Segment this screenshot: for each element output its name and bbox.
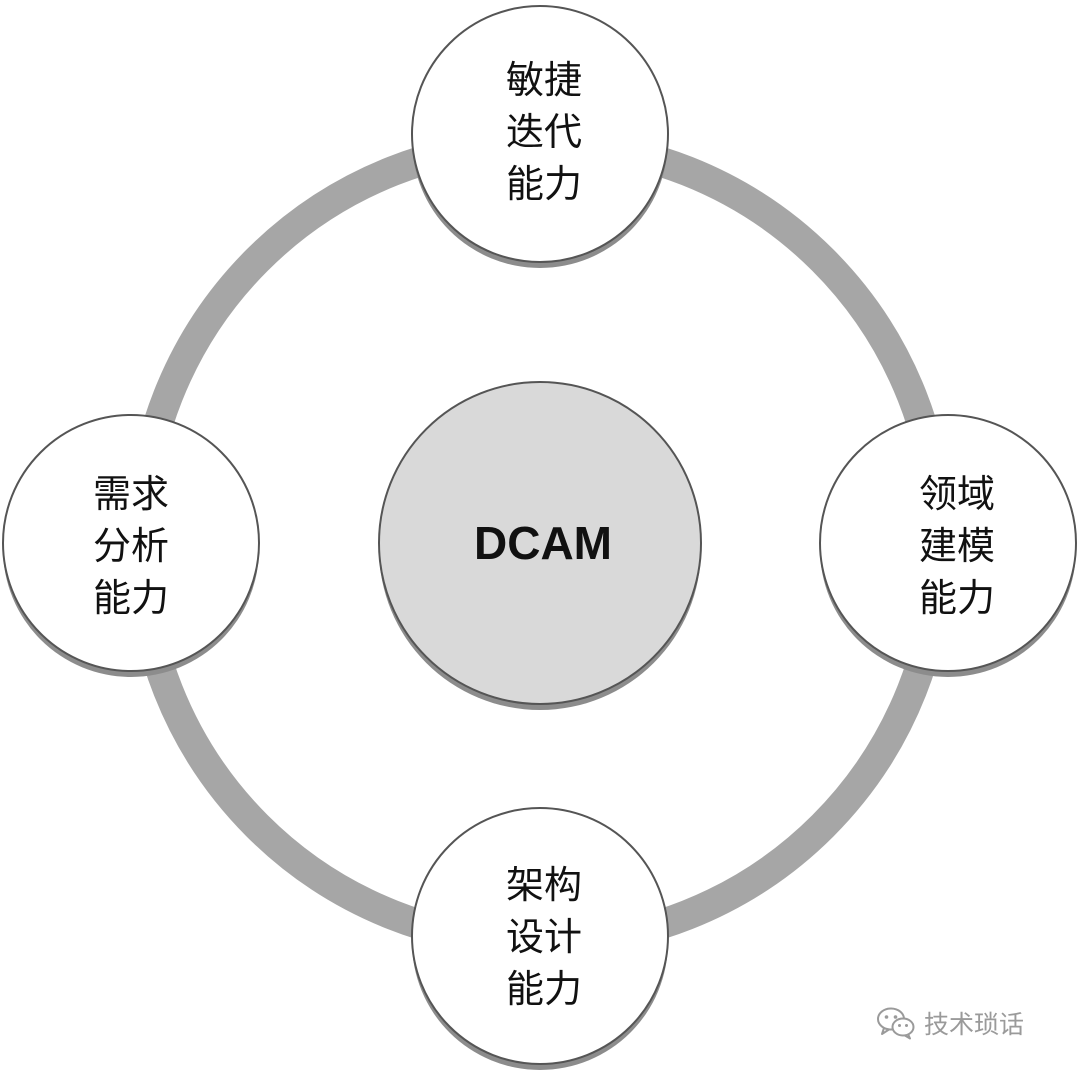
- node-circle: [819, 414, 1077, 672]
- node-domain-modeling: 领域 建模 能力: [819, 414, 1077, 677]
- node-label-line: 领域: [919, 472, 995, 516]
- node-label-line: 需求: [93, 472, 169, 516]
- node-label-line: 能力: [93, 576, 169, 620]
- wechat-icon: [877, 1007, 915, 1040]
- node-label-line: 建模: [919, 524, 995, 568]
- center-node-circle: [378, 381, 702, 705]
- node-circle: [411, 807, 669, 1065]
- center-node: DCAM: [378, 381, 702, 710]
- node-label-line: 敏捷: [506, 58, 582, 102]
- node-label-line: 架构: [506, 863, 582, 907]
- node-label-line: 分析: [93, 524, 169, 568]
- node-label-line: 能力: [506, 162, 582, 206]
- center-label: DCAM: [474, 517, 612, 569]
- watermark-text: 技术琐话: [924, 1010, 1025, 1039]
- node-circle: [2, 414, 260, 672]
- node-architecture-design: 架构 设计 能力: [411, 807, 669, 1070]
- node-label-line: 迭代: [506, 110, 582, 154]
- node-label-line: 能力: [919, 576, 995, 620]
- node-circle: [411, 5, 669, 263]
- node-requirements-analysis: 需求 分析 能力: [2, 414, 260, 677]
- node-label-line: 能力: [506, 967, 582, 1011]
- node-agile-iteration: 敏捷 迭代 能力: [411, 5, 669, 268]
- node-label-line: 设计: [506, 915, 582, 959]
- watermark: 技术琐话: [876, 1003, 1066, 1043]
